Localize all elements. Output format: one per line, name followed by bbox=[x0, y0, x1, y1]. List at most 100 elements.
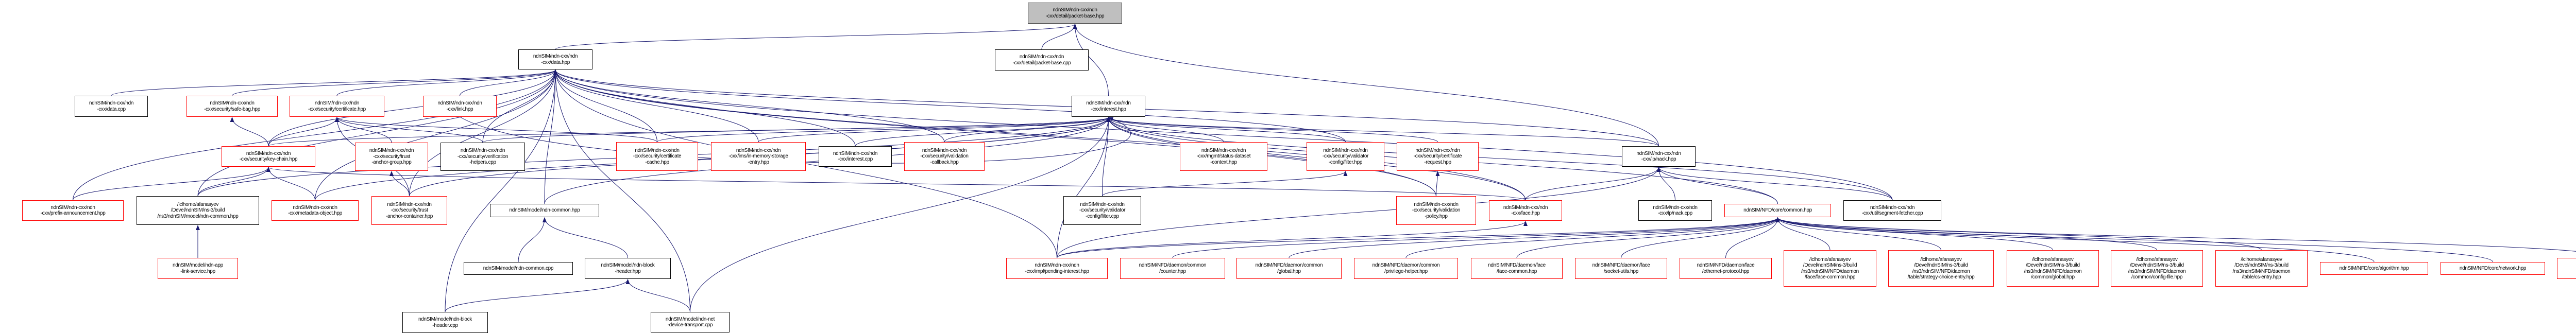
node-label: ndnSIM/ndn-cxx/ndn -cxx/security/verific… bbox=[457, 148, 509, 166]
node-label: /lclhome/afanasyev /Devel/ndnSIM/ns-3/bu… bbox=[157, 201, 239, 219]
edge-network-to-nfd_core_common bbox=[1775, 217, 2493, 262]
node-packet-base-hpp[interactable]: ndnSIM/ndn-cxx/ndn -cxx/detail/packet-ba… bbox=[1028, 3, 1122, 24]
node-app-link-service[interactable]: ndnSIM/model/ndn-app -link-service.hpp bbox=[158, 258, 238, 279]
node-label: ndnSIM/model/ndn-common.cpp bbox=[483, 265, 554, 271]
node-network[interactable]: ndnSIM/NFD/core/network.hpp bbox=[2441, 262, 2545, 275]
node-label: ndnSIM/ndn-cxx/ndn -cxx/security/validat… bbox=[1412, 201, 1461, 219]
node-safe-bag[interactable]: ndnSIM/ndn-cxx/ndn -cxx/security/safe-ba… bbox=[187, 96, 278, 117]
node-model-common-cpp[interactable]: ndnSIM/model/ndn-common.cpp bbox=[464, 262, 573, 275]
edge-data_cpp-to-data_hpp bbox=[111, 69, 557, 96]
node-ethernet[interactable]: ndnSIM/NFD/daemon/face /ethernet-protoco… bbox=[1680, 258, 1772, 279]
node-socket-utils[interactable]: ndnSIM/NFD/daemon/face /socket-utils.hpp bbox=[1575, 258, 1667, 279]
node-privilege[interactable]: ndnSIM/NFD/daemon/common /privilege-help… bbox=[1354, 258, 1458, 279]
edge-key_chain-to-data_hpp bbox=[268, 69, 557, 147]
node-verif-helpers[interactable]: ndnSIM/ndn-cxx/ndn -cxx/security/verific… bbox=[440, 143, 525, 171]
edge-metadata-to-key_chain bbox=[266, 167, 315, 201]
edge-validator_filter_hpp-to-interest_hpp bbox=[1106, 117, 1346, 143]
node-model-common-hpp[interactable]: ndnSIM/model/ndn-common.hpp bbox=[490, 204, 599, 217]
node-lcl-cs-entry[interactable]: /lclhome/afanasyev /Devel/ndnSIM/ns-3/bu… bbox=[2215, 250, 2308, 287]
node-cert-request[interactable]: ndnSIM/ndn-cxx/ndn -cxx/security/certifi… bbox=[1397, 142, 1479, 171]
node-net-device-transport[interactable]: ndnSIM/model/ndn-net -device-transport.c… bbox=[651, 312, 730, 332]
node-segment-fetcher[interactable]: ndnSIM/ndn-cxx/ndn -cxx/util/segment-fet… bbox=[1843, 200, 1941, 221]
node-validation-policy[interactable]: ndnSIM/ndn-cxx/ndn -cxx/security/validat… bbox=[1396, 196, 1476, 225]
node-metadata[interactable]: ndnSIM/ndn-cxx/ndn -cxx/metadata-object.… bbox=[272, 200, 359, 221]
node-key-chain[interactable]: ndnSIM/ndn-cxx/ndn -cxx/security/key-cha… bbox=[222, 146, 315, 167]
node-label: ndnSIM/ndn-cxx/ndn -cxx/data.hpp bbox=[533, 54, 578, 65]
node-label: ndnSIM/model/ndn-app -link-service.hpp bbox=[173, 262, 223, 274]
node-label: ndnSIM/ndn-cxx/ndn -cxx/util/segment-fet… bbox=[1861, 204, 1923, 217]
edge-packet_base_cpp-to-packet_base_hpp bbox=[1041, 24, 1077, 50]
edge-face_hpp-to-key_chain bbox=[266, 167, 1526, 201]
edge-ims_entry-to-data_hpp bbox=[553, 69, 759, 143]
edge-lcl_global-to-nfd_core_common bbox=[1775, 217, 2053, 251]
node-data-cpp[interactable]: ndnSIM/ndn-cxx/ndn -cxx/data.cpp bbox=[75, 96, 148, 117]
node-pending-interest[interactable]: ndnSIM/ndn-cxx/ndn -cxx/impl/pending-int… bbox=[1006, 258, 1108, 279]
node-validator-filter-hpp[interactable]: ndnSIM/ndn-cxx/ndn -cxx/security/validat… bbox=[1307, 142, 1384, 171]
node-label: ndnSIM/ndn-cxx/ndn -cxx/lp/nack.hpp bbox=[1636, 150, 1681, 163]
node-certificate[interactable]: ndnSIM/ndn-cxx/ndn -cxx/security/certifi… bbox=[290, 96, 384, 117]
node-block-header-cpp[interactable]: ndnSIM/model/ndn-block -header.cpp bbox=[402, 312, 488, 333]
node-label: ndnSIM/ndn-cxx/ndn -cxx/security/certifi… bbox=[633, 147, 682, 165]
node-nack-cpp[interactable]: ndnSIM/ndn-cxx/ndn -cxx/lp/nack.cpp bbox=[1638, 200, 1712, 221]
node-block-header-hpp[interactable]: ndnSIM/model/ndn-block -header.hpp bbox=[585, 258, 671, 279]
node-validator-filter-cpp[interactable]: ndnSIM/ndn-cxx/ndn -cxx/security/validat… bbox=[1063, 196, 1141, 225]
node-lcl-config[interactable]: /lclhome/afanasyev /Devel/ndnSIM/ns-3/bu… bbox=[2111, 250, 2203, 287]
node-label: ndnSIM/ndn-cxx/ndn -cxx/interest.hpp bbox=[1086, 100, 1131, 112]
node-algorithm[interactable]: ndnSIM/NFD/core/algorithm.hpp bbox=[2320, 262, 2428, 275]
edge-metadata-to-data_hpp bbox=[315, 69, 557, 201]
node-lcl-global[interactable]: /lclhome/afanasyev /Devel/ndnSIM/ns-3/bu… bbox=[2007, 250, 2099, 287]
node-validation-callback[interactable]: ndnSIM/ndn-cxx/ndn -cxx/security/validat… bbox=[904, 142, 985, 171]
node-status-dataset[interactable]: ndnSIM/ndn-cxx/ndn -cxx/mgmt/status-data… bbox=[1180, 142, 1267, 171]
node-ims-entry[interactable]: ndnSIM/ndn-cxx/ndn -cxx/ims/in-memory-st… bbox=[711, 142, 806, 171]
edge-cert_cache-to-certificate bbox=[335, 117, 657, 143]
edge-nfd_core_common-to-nack_hpp bbox=[1656, 167, 1778, 204]
node-cert-cache[interactable]: ndnSIM/ndn-cxx/ndn -cxx/security/certifi… bbox=[616, 142, 698, 171]
node-label: ndnSIM/ndn-cxx/ndn -cxx/metadata-object.… bbox=[287, 204, 343, 217]
node-label: ndnSIM/ndn-cxx/ndn -cxx/ims/in-memory-st… bbox=[728, 147, 788, 165]
node-interest-hpp[interactable]: ndnSIM/ndn-cxx/ndn -cxx/interest.hpp bbox=[1072, 96, 1145, 117]
node-nfd-core-common[interactable]: ndnSIM/NFD/core/common.hpp bbox=[1724, 204, 1831, 217]
node-label: ndnSIM/ndn-cxx/ndn -cxx/security/validat… bbox=[1322, 147, 1369, 165]
edge-model_common_cpp-to-model_common_hpp bbox=[518, 217, 547, 262]
node-anchor-container[interactable]: ndnSIM/ndn-cxx/ndn -cxx/security/trust -… bbox=[371, 196, 447, 225]
node-anchor-group[interactable]: ndnSIM/ndn-cxx/ndn -cxx/security/trust -… bbox=[355, 143, 428, 171]
edge-segment_fetcher-to-interest_hpp bbox=[1106, 117, 1893, 201]
edge-lcl_cs_entry-to-nfd_core_common bbox=[1775, 217, 2262, 251]
edge-block_header_cpp-to-data_hpp bbox=[445, 69, 557, 312]
node-label: ndnSIM/ndn-cxx/ndn -cxx/security/validat… bbox=[920, 147, 969, 165]
node-lcl-strategy[interactable]: /lclhome/afanasyev /Devel/ndnSIM/ns-3/bu… bbox=[1888, 250, 1994, 287]
node-packet-base-cpp[interactable]: ndnSIM/ndn-cxx/ndn -cxx/detail/packet-ba… bbox=[995, 49, 1089, 71]
node-link[interactable]: ndnSIM/ndn-cxx/ndn -cxx/link.hpp bbox=[423, 96, 497, 117]
edge-safe_bag-to-data_hpp bbox=[232, 69, 557, 96]
node-counter[interactable]: ndnSIM/NFD/daemon/common /counter.hpp bbox=[1120, 258, 1225, 279]
node-label: ndnSIM/NFD/daemon/common /privilege-help… bbox=[1372, 262, 1440, 274]
node-label: ndnSIM/ndn-cxx/ndn -cxx/mgmt/status-data… bbox=[1196, 147, 1251, 165]
node-global[interactable]: ndnSIM/NFD/daemon/common /global.hpp bbox=[1236, 258, 1342, 279]
node-interest-cpp[interactable]: ndnSIM/ndn-cxx/ndn -cxx/interest.cpp bbox=[819, 146, 892, 167]
edge-block_header_hpp-to-model_common_hpp bbox=[543, 217, 628, 258]
edge-lcl_strategy-to-nfd_core_common bbox=[1775, 217, 1941, 251]
node-lcl-ndn-common[interactable]: /lclhome/afanasyev /Devel/ndnSIM/ns-3/bu… bbox=[137, 196, 259, 225]
node-data-hpp[interactable]: ndnSIM/ndn-cxx/ndn -cxx/data.hpp bbox=[518, 49, 592, 69]
edge-pending_interest-to-face_hpp bbox=[1057, 221, 1528, 258]
edge-ethernet-to-nfd_core_common bbox=[1725, 217, 1780, 258]
node-face-common[interactable]: ndnSIM/NFD/daemon/face /face-common.hpp bbox=[1471, 258, 1563, 279]
edge-socket_utils-to-nfd_core_common bbox=[1621, 217, 1780, 258]
edge-validator_filter_hpp-to-data_hpp bbox=[553, 69, 1346, 143]
edge-verif_helpers-to-interest_hpp bbox=[482, 117, 1111, 143]
node-nack-hpp[interactable]: ndnSIM/ndn-cxx/ndn -cxx/lp/nack.hpp bbox=[1622, 146, 1696, 167]
node-label: ndnSIM/ndn-cxx/ndn -cxx/detail/packet-ba… bbox=[1045, 7, 1105, 19]
node-label: ndnSIM/model/ndn-block -header.hpp bbox=[601, 262, 655, 274]
node-face-hpp[interactable]: ndnSIM/ndn-cxx/ndn -cxx/face.hpp bbox=[1489, 200, 1562, 221]
edge-link-to-data_hpp bbox=[460, 69, 557, 96]
node-lcl-face-common[interactable]: /lclhome/afanasyev /Devel/ndnSIM/ns-3/bu… bbox=[1784, 250, 1876, 287]
node-prefix-ann[interactable]: ndnSIM/ndn-cxx/ndn -cxx/prefix-announcem… bbox=[22, 200, 124, 221]
node-label: ndnSIM/ndn-cxx/ndn -cxx/impl/pending-int… bbox=[1025, 262, 1089, 274]
edge-face_common-to-nfd_core_common bbox=[1516, 217, 1780, 258]
node-config-file[interactable]: ndnSIM/NFD/daemon/common /config-file.hp… bbox=[2557, 258, 2576, 279]
node-label: ndnSIM/ndn-cxx/ndn -cxx/detail/packet-ba… bbox=[1012, 54, 1071, 66]
node-label: /lclhome/afanasyev /Devel/ndnSIM/ns-3/bu… bbox=[2024, 256, 2082, 281]
edge-data_hpp-to-packet_base_hpp bbox=[555, 24, 1077, 50]
edge-lcl_face_common-to-nfd_core_common bbox=[1775, 217, 1831, 251]
